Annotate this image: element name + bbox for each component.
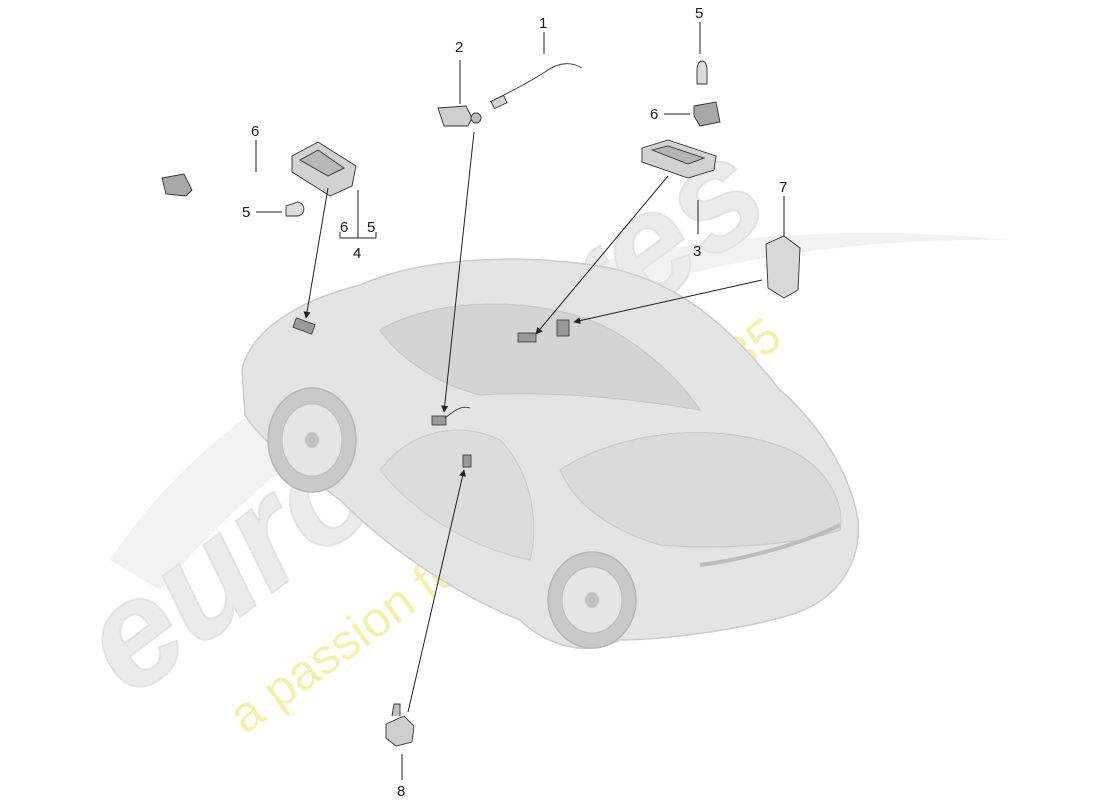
car-windshield (379, 303, 702, 411)
tail-light (699, 523, 841, 567)
arrow-part-8 (407, 469, 466, 713)
car-door (379, 429, 535, 561)
leader-4-bracket (339, 232, 377, 239)
callout-5-top: 5 (695, 5, 703, 22)
car-deck-lid (559, 432, 842, 548)
installed-parts (292, 317, 570, 468)
part-5-top-shape (696, 60, 708, 85)
arrow-part-2 (441, 131, 475, 413)
location-arrows (303, 131, 763, 713)
part-1-connector (490, 94, 508, 110)
leader-lines (255, 22, 785, 780)
callout-2: 2 (455, 39, 463, 56)
part-4-lamp (291, 141, 357, 197)
part-3-lamp (641, 139, 717, 179)
part-1-wire (489, 63, 583, 103)
part-6-top-shape (693, 101, 721, 127)
part-7-module (765, 235, 801, 299)
part-3-lens (650, 145, 706, 165)
installed-lamp-center (517, 332, 537, 343)
part-2-plug (470, 112, 482, 124)
part-8-stem (391, 703, 401, 717)
installed-cable-door (444, 406, 471, 419)
part-5-bulb-left (285, 201, 305, 217)
part-8-shape (385, 715, 415, 747)
callout-6-top: 6 (650, 106, 658, 123)
part-1-cable (489, 63, 583, 110)
arrow-part-7 (573, 279, 763, 325)
car-body (241, 258, 860, 649)
callout-4-sub-6: 6 (340, 219, 348, 236)
callout-3: 3 (693, 243, 701, 260)
callout-7: 7 (779, 179, 787, 196)
part-2-switch (437, 105, 482, 127)
part-2-body (437, 105, 473, 127)
callout-6-left: 6 (251, 123, 259, 140)
part-6-socket-top (693, 101, 721, 127)
callout-5-left: 5 (242, 204, 250, 221)
car-body-outline (241, 258, 860, 649)
installed-lamp-front (292, 317, 316, 335)
front-wheel (267, 387, 357, 493)
callout-1: 1 (539, 15, 547, 32)
part-6-left-shape (161, 173, 193, 197)
installed-sensor-sill (462, 454, 472, 468)
arrow-part-3 (535, 175, 669, 335)
part-6-socket-left (161, 173, 193, 197)
callout-4-sub-5: 5 (367, 219, 375, 236)
part-5-left-shape (285, 201, 305, 217)
installed-switch-door (431, 415, 447, 426)
callout-8: 8 (397, 783, 405, 800)
part-4-lens (299, 149, 345, 177)
installed-module-rear (556, 319, 570, 337)
part-8-sensor (385, 703, 415, 747)
callout-labels: 1 2 5 6 3 7 6 5 6 5 4 8 (242, 5, 787, 800)
part-5-bulb-top (696, 60, 708, 85)
part-7-shape (765, 235, 801, 299)
rear-wheel (547, 551, 637, 649)
arrow-part-4 (303, 187, 329, 319)
callout-4: 4 (353, 245, 361, 262)
